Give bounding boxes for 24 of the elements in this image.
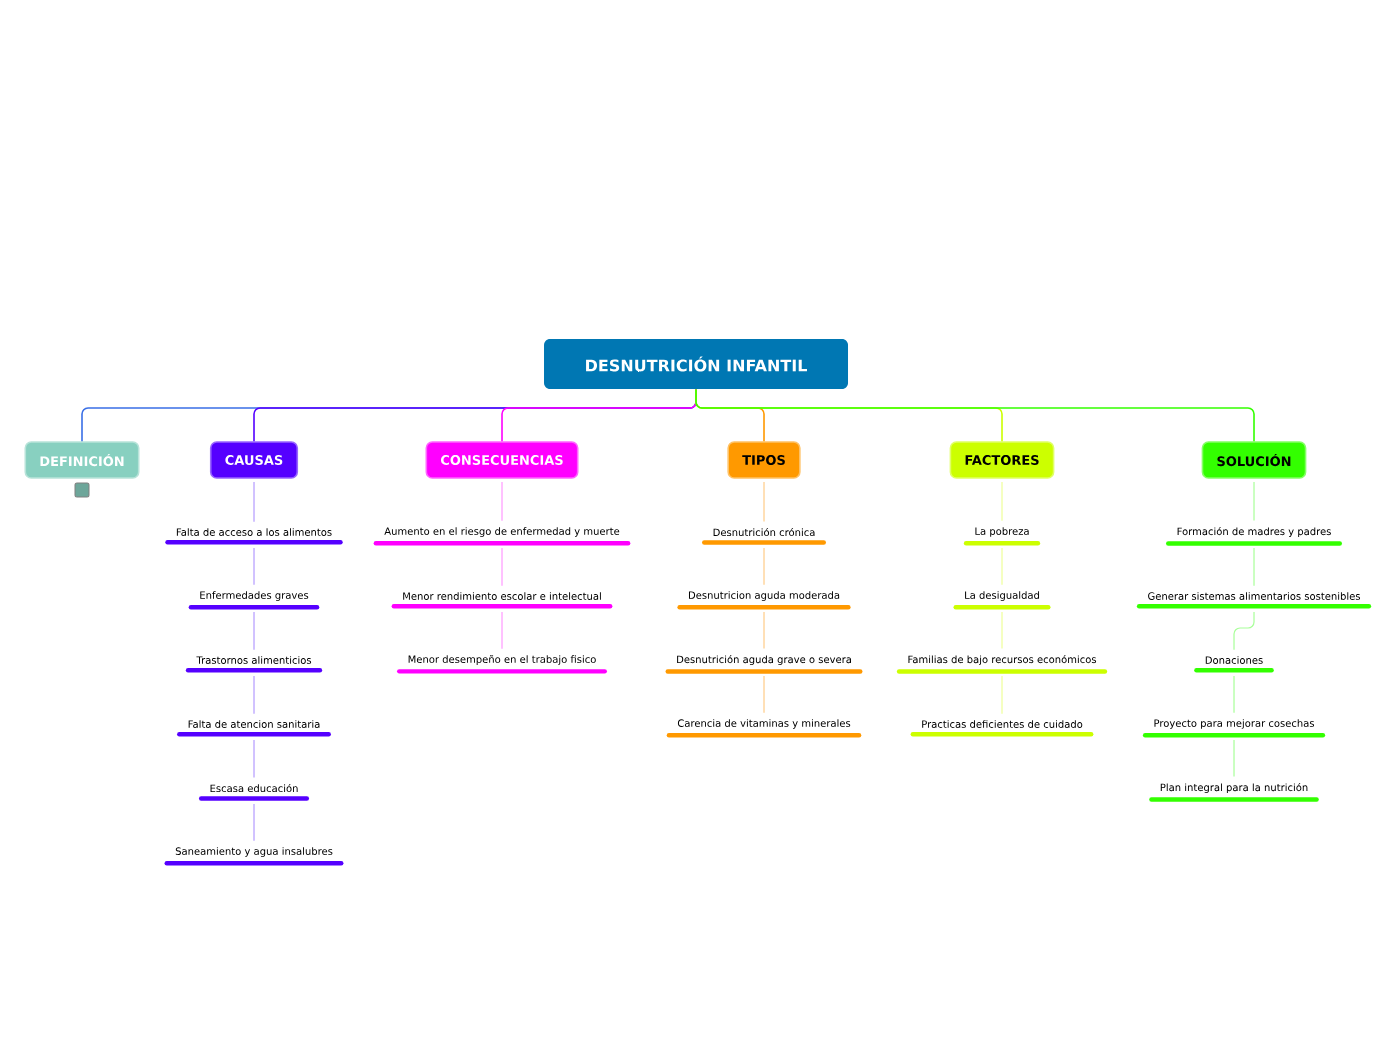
connector — [253, 803, 255, 842]
connector — [501, 481, 503, 522]
connector — [501, 611, 503, 650]
connector — [253, 481, 255, 523]
connector — [253, 739, 255, 779]
connector — [1253, 547, 1255, 587]
connector — [253, 675, 255, 715]
connector — [1001, 547, 1003, 586]
connector — [1233, 675, 1235, 714]
connector — [1233, 739, 1235, 778]
connector — [763, 547, 765, 586]
connector — [253, 611, 255, 651]
connector — [763, 611, 765, 650]
connector — [1001, 611, 1003, 650]
root-topic-box: DESNUTRICIÓN INFANTIL — [544, 339, 848, 389]
connector — [1253, 481, 1255, 522]
connector — [763, 481, 765, 523]
connector — [1001, 675, 1003, 715]
connector — [1001, 481, 1003, 522]
connector — [695, 388, 1255, 442]
connector — [763, 675, 765, 714]
connector — [1233, 611, 1255, 651]
connector — [253, 547, 255, 586]
connector — [501, 547, 503, 587]
